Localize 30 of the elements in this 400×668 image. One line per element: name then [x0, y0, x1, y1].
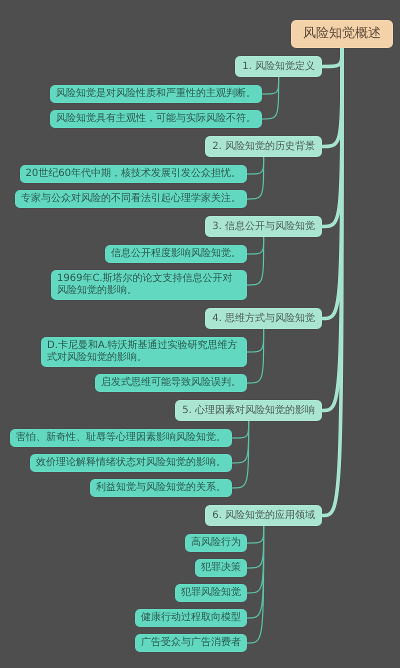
subtopic: 广告受众与广告消费者: [135, 634, 247, 652]
subtopic: 犯罪决策: [195, 559, 247, 577]
subtopic: D.卡尼曼和A.特沃斯基通过实验研究思维方式对风险知觉的影响。: [41, 337, 247, 367]
subtopic: 健康行动过程取向模型: [135, 609, 247, 627]
subtopic: 信息公开程度影响风险知觉。: [105, 245, 247, 263]
subtopic: 风险知觉具有主观性，可能与实际风险不符。: [50, 110, 262, 128]
branch-topic: 1. 风险知觉定义: [235, 56, 322, 77]
subtopic: 启发式思维可能导致风险误判。: [95, 374, 247, 392]
subtopic: 利益知觉与风险知觉的关系。: [90, 479, 232, 497]
subtopic: 1969年C.斯塔尔的论文支持信息公开对风险知觉的影响。: [51, 270, 247, 300]
connector-line: [247, 329, 264, 384]
subtopic: 专家与公众对风险的不同看法引起心理学家关注。: [15, 190, 247, 208]
connector-line: [232, 421, 250, 489]
subtopic: 风险知觉是对风险性质和严重性的主观判断。: [50, 85, 262, 103]
central-topic: 风险知觉概述: [291, 20, 393, 48]
subtopic: 高风险行为: [185, 534, 247, 552]
branch-topic: 3. 信息公开与风险知觉: [205, 216, 322, 237]
connector-line: [322, 48, 344, 518]
subtopic: 20世纪60年代中期，核技术发展引发公众担忧。: [20, 165, 247, 183]
branch-topic: 4. 思维方式与风险知觉: [205, 308, 322, 329]
connector-line: [262, 77, 280, 120]
branch-topic: 2. 风险知觉的历史背景: [205, 136, 322, 157]
branch-topic: 6. 风险知觉的应用领域: [205, 505, 322, 526]
connector-line: [247, 237, 264, 286]
branch-topic: 5. 心理因素对风险知觉的影响: [175, 400, 322, 421]
subtopic: 犯罪风险知觉: [175, 584, 247, 602]
subtopic: 效价理论解释情绪状态对风险知觉的影响。: [30, 454, 232, 472]
connector-line: [246, 526, 264, 644]
connector-line: [247, 157, 264, 200]
subtopic: 害怕、新奇性、耻辱等心理因素影响风险知觉。: [10, 429, 232, 447]
